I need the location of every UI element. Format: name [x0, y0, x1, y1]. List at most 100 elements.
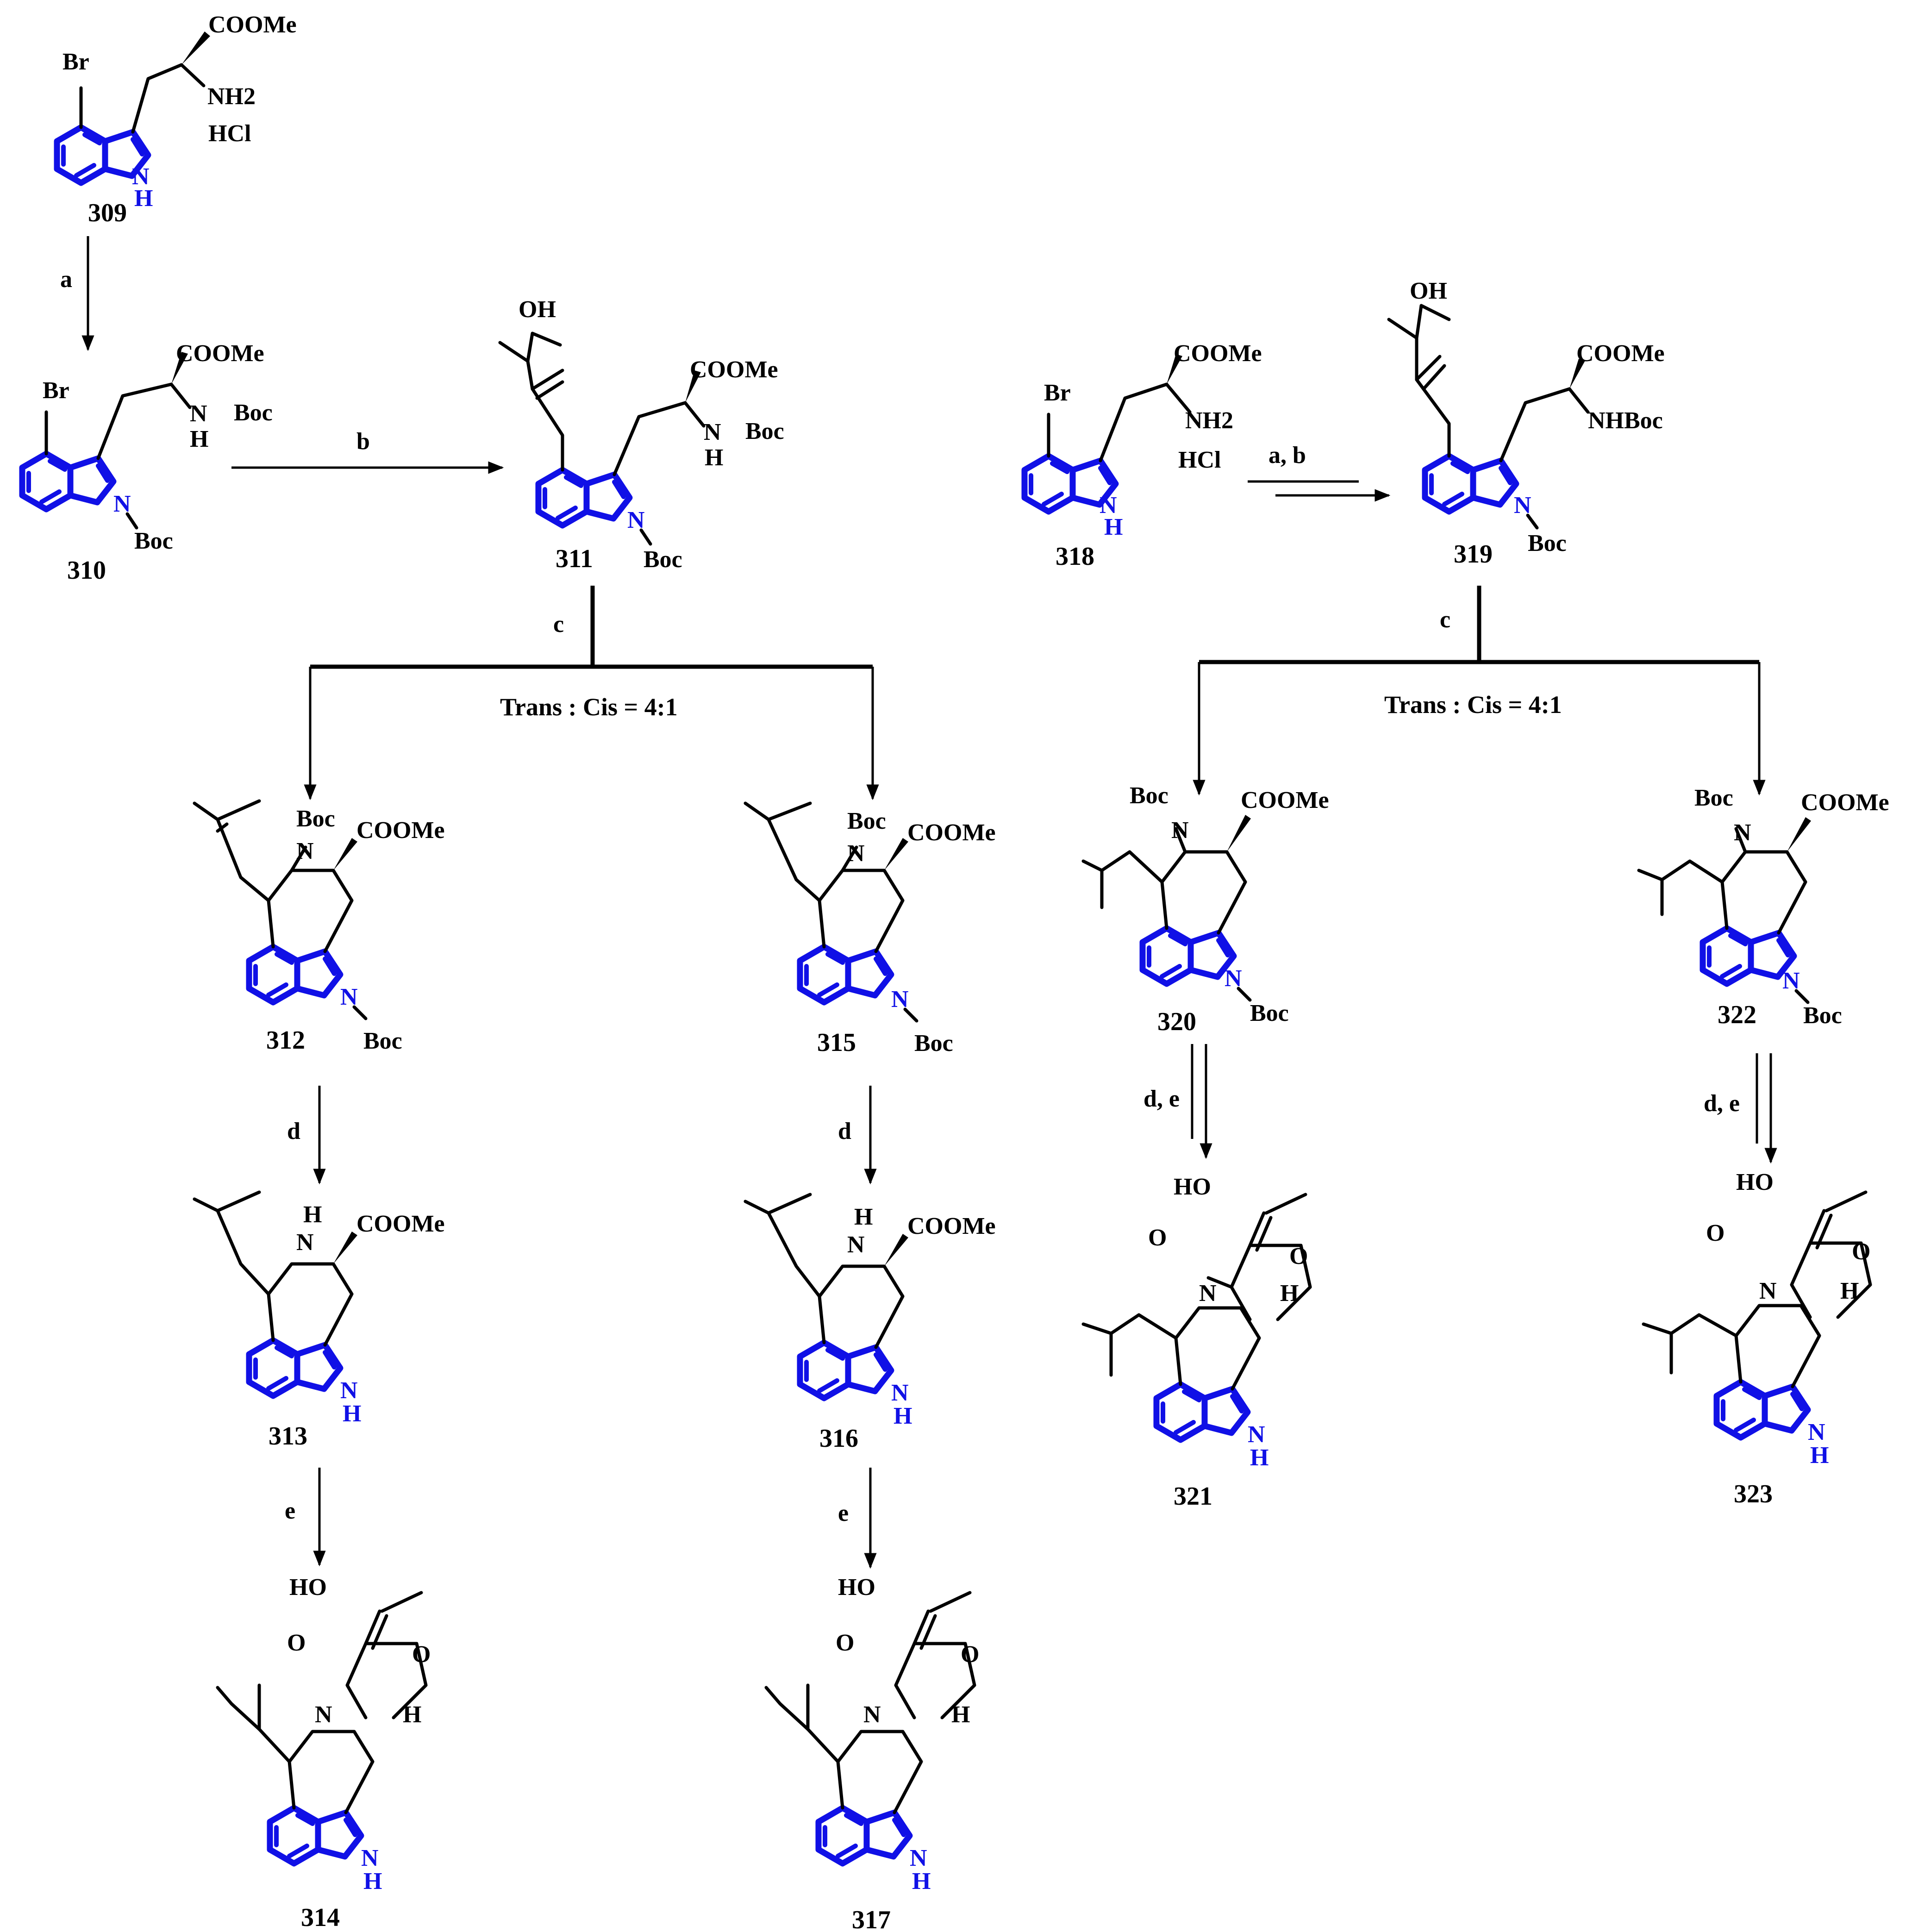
compound-311: OH COOMe N Boc H N Boc 311 [498, 296, 784, 573]
c316-ring-h: H [894, 1403, 912, 1429]
c311-boc-side: Boc [745, 418, 784, 444]
reagent-c-left: c [553, 611, 564, 638]
c321-ring-n: N [1248, 1421, 1265, 1448]
c314-ring-n: N [361, 1845, 379, 1871]
reagent-ab: a, b [1268, 442, 1306, 469]
reagent-e-313: e [285, 1498, 295, 1524]
c309-nh-h: H [134, 185, 153, 212]
c317-number: 317 [852, 1906, 891, 1932]
reagent-d-315: d [838, 1118, 851, 1144]
c318-nh-n: N [1100, 492, 1117, 519]
c317-h: H [951, 1701, 970, 1728]
c321-h: H [1280, 1280, 1299, 1307]
c317-ring-h: H [912, 1868, 931, 1894]
reagent-de-322: d, e [1704, 1090, 1740, 1117]
compound-322: Boc N COOMe N Boc 322 [1637, 785, 1889, 1029]
c317-o1: O [836, 1630, 854, 1656]
c321-o1: O [1148, 1225, 1167, 1251]
compound-313: H N COOMe N H 313 [193, 1190, 445, 1451]
c319-coome: COOMe [1576, 340, 1665, 367]
c312-n: N [296, 838, 314, 864]
c320-coome: COOMe [1241, 787, 1329, 813]
compound-314: HO O O N H N H 314 [216, 1574, 431, 1932]
c316-ring-n: N [891, 1380, 909, 1406]
c322-boc-top: Boc [1694, 785, 1733, 811]
c318-number: 318 [1056, 542, 1094, 571]
c317-ring-n: N [910, 1845, 927, 1871]
c322-n: N [1734, 819, 1751, 846]
split-right: c Trans : Cis = 4:1 [1193, 586, 1766, 796]
c320-boc-ring: Boc [1250, 1000, 1289, 1026]
c311-oh: OH [519, 296, 556, 323]
c323-number: 323 [1734, 1480, 1773, 1508]
c312-coome: COOMe [356, 817, 445, 844]
c313-ring-n: N [340, 1377, 358, 1404]
c315-coome: COOMe [907, 819, 996, 846]
reagent-e-316: e [838, 1500, 849, 1526]
compound-315: Boc N COOMe N Boc 315 [744, 801, 996, 1057]
c310-h: H [190, 426, 208, 452]
c313-ring-h: H [343, 1401, 361, 1427]
ratio-right: Trans : Cis = 4:1 [1384, 691, 1562, 719]
c309-nh-n: N [132, 163, 150, 190]
c321-n: N [1199, 1280, 1217, 1307]
c319-number: 319 [1454, 540, 1493, 569]
c310-number: 310 [67, 556, 106, 585]
c323-ring-n: N [1808, 1419, 1825, 1445]
c322-coome: COOMe [1801, 789, 1889, 816]
c318-hcl: HCl [1178, 447, 1221, 473]
c314-n: N [315, 1701, 332, 1728]
c316-n: N [847, 1232, 865, 1258]
c318-coome: COOMe [1174, 340, 1262, 367]
c318-nh-h: H [1104, 514, 1123, 540]
c321-o2: O [1289, 1243, 1308, 1269]
c309-hcl: HCl [208, 120, 251, 147]
c323-ho: HO [1736, 1169, 1774, 1195]
c312-boc-ring: Boc [363, 1028, 402, 1054]
c317-ho: HO [838, 1574, 875, 1601]
c319-nhboc: NHBoc [1588, 407, 1663, 434]
reagent-de-320: d, e [1143, 1086, 1180, 1112]
reagent-a: a [60, 266, 72, 293]
split-left: c Trans : Cis = 4:1 [304, 586, 879, 800]
c322-boc-ring: Boc [1803, 1002, 1842, 1029]
c316-coome: COOMe [907, 1213, 996, 1239]
c311-boc-ring: Boc [644, 546, 682, 573]
c316-h: H [854, 1204, 873, 1230]
c314-number: 314 [301, 1903, 340, 1932]
c323-ring-h: H [1810, 1442, 1829, 1469]
c311-n: N [704, 419, 721, 445]
c310-boc-side: Boc [234, 400, 273, 426]
arrow-de-320 [1191, 1044, 1212, 1159]
c317-n: N [863, 1701, 881, 1728]
c321-ring-h: H [1250, 1444, 1268, 1471]
c312-boc-top: Boc [296, 806, 335, 832]
c323-o1: O [1706, 1220, 1725, 1246]
c313-n: N [296, 1229, 314, 1256]
c321-ho: HO [1174, 1174, 1211, 1200]
compound-317: HO O O N H N H 317 [764, 1574, 979, 1932]
c315-boc-ring: Boc [914, 1030, 953, 1057]
c316-number: 316 [819, 1424, 858, 1453]
c313-h: H [303, 1201, 322, 1228]
c315-boc-top: Boc [847, 808, 886, 834]
compound-319: OH COOMe NHBoc N Boc 319 [1387, 278, 1665, 569]
c314-h: H [403, 1701, 421, 1728]
c318-br: Br [1044, 380, 1071, 406]
c321-number: 321 [1174, 1482, 1212, 1511]
c323-n: N [1759, 1278, 1777, 1304]
arrow-de-322 [1756, 1053, 1777, 1164]
compound-310: COOMe N Boc H Br N Boc 310 [22, 340, 273, 585]
c312-number: 312 [266, 1026, 305, 1055]
c314-ho: HO [289, 1574, 327, 1601]
ratio-left: Trans : Cis = 4:1 [500, 693, 678, 721]
c314-o2: O [412, 1641, 431, 1668]
c311-h: H [705, 444, 723, 471]
c317-o2: O [961, 1641, 979, 1668]
c310-coome: COOMe [176, 340, 264, 367]
c323-h: H [1840, 1278, 1859, 1304]
c309-coome: COOMe [208, 12, 297, 38]
c320-number: 320 [1157, 1007, 1196, 1036]
compound-316: H N COOMe N H 316 [744, 1193, 996, 1453]
